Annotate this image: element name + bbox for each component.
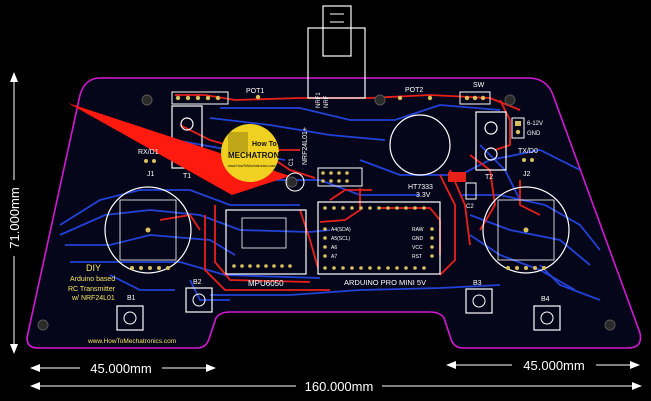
b1-label: B1 — [127, 295, 136, 302]
mounting-hole — [604, 319, 616, 331]
sw-switch: SW — [459, 82, 491, 105]
t2-switch: T2 — [475, 111, 507, 181]
mpu6050-label: MPU6050 — [248, 279, 284, 288]
rx-label: RX/D1 — [138, 149, 159, 156]
diy-label: DIY — [86, 263, 101, 273]
ht7333-label: HT7333 — [408, 184, 433, 191]
pot1-footprint: POT1 — [171, 88, 264, 105]
j2-label: J2 — [523, 171, 531, 178]
pin-gnd-label: GND — [412, 236, 424, 242]
desc-line3: w/ NRF24L01 — [71, 295, 115, 302]
mounting-hole — [37, 319, 49, 331]
arduino-pro-mini: A4(SDA) A5(SCL) A6 A7 RAW GND VCC RST AR… — [317, 201, 441, 287]
height-dimension: 71.000mm — [6, 72, 22, 354]
button-b4: B4 — [533, 296, 561, 331]
website-label: www.HowToMechatronics.com — [87, 338, 176, 345]
logo: How To MECHATRONICS www.HowToMechatronic… — [221, 124, 293, 182]
copper-layers — [59, 94, 601, 301]
mounting-hole — [374, 94, 386, 106]
desc-line1: Arduino based — [70, 276, 115, 283]
b3-label: B3 — [473, 280, 482, 287]
power-input: 6-12V GND — [511, 117, 543, 139]
b2-label: B2 — [193, 279, 202, 286]
height-label: 71.000mm — [7, 187, 22, 248]
pin-rst-label: RST — [412, 254, 422, 260]
power-in-label: 6-12V — [527, 121, 543, 127]
mounting-hole — [286, 176, 298, 188]
arduino-label: ARDUINO PRO MINI 5V — [344, 278, 426, 287]
c1-capacitor: C1 — [285, 158, 305, 192]
ht7333-regulator: HT7333 3.3V C2 — [408, 172, 477, 210]
left-width-label: 45.000mm — [90, 361, 151, 376]
nrf-module: NRF1 NRF NRF24L01+ — [302, 92, 363, 187]
pot2-footprint: POT2 — [389, 87, 451, 176]
mpu6050-module: MPU6050 — [225, 209, 307, 288]
j1-joystick: J1 — [104, 171, 192, 274]
tx-indicator: TX/D0 — [518, 148, 538, 162]
pin-a6-label: A6 — [331, 245, 337, 251]
tx-label: TX/D0 — [518, 148, 538, 155]
bottom-copper-traces — [59, 104, 601, 301]
description: DIY Arduino based RC Transmitter w/ NRF2… — [68, 263, 176, 345]
j2-joystick: J2 — [482, 171, 570, 274]
b4-label: B4 — [541, 296, 550, 303]
pot2-label: POT2 — [405, 87, 423, 94]
nrf-label: NRF — [324, 95, 330, 108]
mounting-hole — [504, 94, 516, 106]
c1-label: C1 — [289, 158, 295, 166]
button-b1: B1 — [116, 295, 144, 331]
j1-label: J1 — [147, 171, 155, 178]
nrf-module-label: NRF24L01+ — [302, 127, 309, 165]
mounting-hole — [141, 94, 153, 106]
power-gnd-label: GND — [527, 131, 541, 137]
total-width-label: 160.000mm — [305, 379, 374, 394]
t2-label: T2 — [485, 174, 493, 181]
rx-indicator: RX/D1 — [138, 149, 159, 163]
pot1-label: POT1 — [246, 88, 264, 95]
pin-vcc-label: VCC — [412, 245, 423, 251]
right-width-label: 45.000mm — [523, 358, 584, 373]
nrf-antenna — [307, 5, 366, 99]
logo-line2: MECHATRONICS — [228, 151, 293, 160]
pin-a5-label: A5(SCL) — [331, 236, 351, 242]
desc-line2: RC Transmitter — [68, 286, 116, 293]
t1-label: T1 — [183, 173, 191, 180]
pin-a4-label: A4(SDA) — [331, 227, 351, 233]
mounting-holes — [37, 94, 616, 331]
button-b2: B2 — [185, 279, 213, 313]
v33-label: 3.3V — [416, 192, 431, 199]
button-b3: B3 — [465, 280, 493, 314]
c2-label: C2 — [466, 204, 474, 210]
nrf1-label: NRF1 — [316, 92, 322, 108]
pin-a7-label: A7 — [331, 254, 337, 260]
pin-raw-label: RAW — [412, 227, 424, 233]
logo-tagline: www.HowToMechatronics.com — [228, 164, 276, 168]
sw-label: SW — [473, 82, 485, 89]
logo-line1: How To — [252, 141, 277, 148]
bottom-dimensions: 45.000mm 45.000mm 160.000mm — [30, 357, 642, 394]
